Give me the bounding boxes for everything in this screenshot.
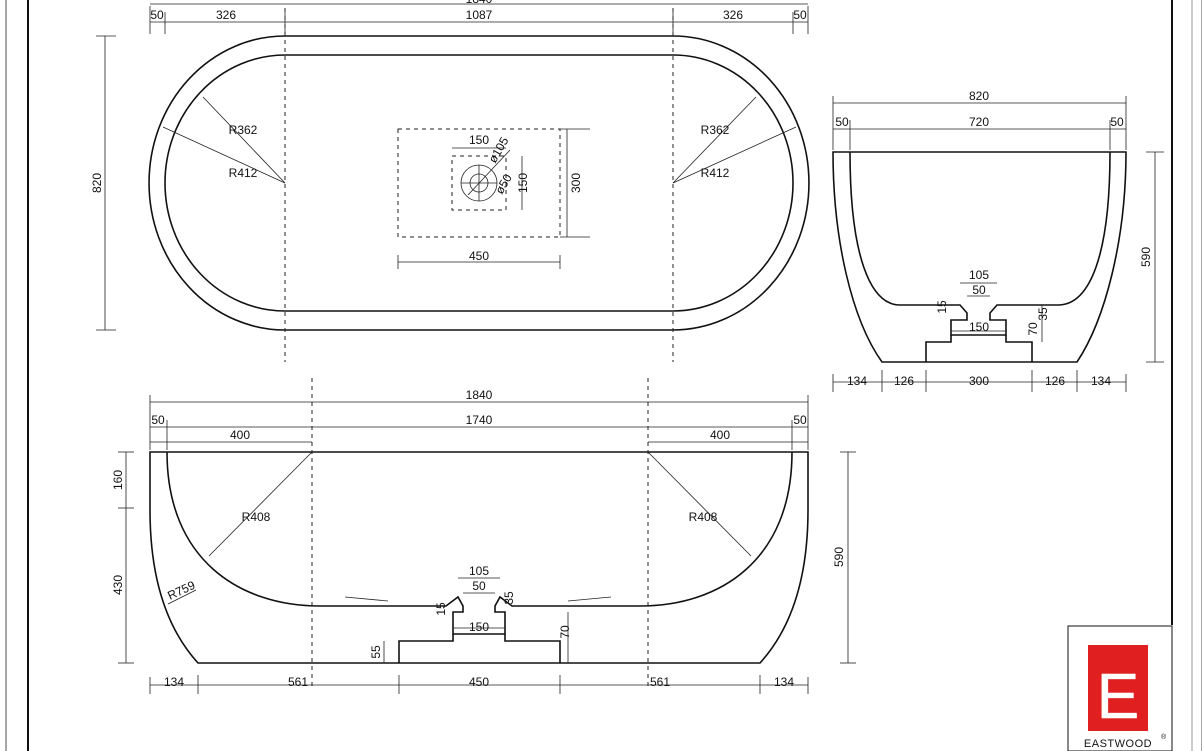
dim-right-end: 326	[723, 8, 743, 22]
side-dim-left-end: 400	[230, 428, 250, 442]
end-dim-b4: 126	[1045, 374, 1065, 388]
end-dim-drain-top: 105	[969, 268, 989, 282]
side-dim-drain-base: 150	[469, 620, 489, 634]
side-dim-b4: 561	[650, 675, 670, 689]
end-dim-drain-step: 15	[935, 300, 949, 314]
logo-letter: E	[1097, 660, 1140, 732]
side-dim-left-wall: 50	[151, 413, 165, 427]
end-dim-b1: 134	[847, 374, 867, 388]
radius-left-outer: R412	[229, 166, 258, 180]
end-dim-b2: 126	[894, 374, 914, 388]
sheet-border-outer	[5, 0, 1202, 751]
end-inner-outline	[849, 151, 1111, 336]
end-dim-b3: 300	[969, 374, 989, 388]
end-dim-b5: 134	[1091, 374, 1111, 388]
logo-registered-mark: ®	[1161, 733, 1167, 741]
tub-inner-outline	[164, 54, 794, 312]
end-base-steps	[925, 335, 1033, 362]
side-dim-overall: 1840	[466, 388, 493, 402]
side-dim-drain-s2: 35	[502, 591, 516, 605]
dim-width: 820	[90, 173, 104, 193]
end-outer-outline	[832, 151, 1127, 363]
side-dim-h-lower: 430	[111, 575, 125, 595]
side-dim-drain-top: 105	[469, 564, 489, 578]
side-dim-drain-step: 15	[434, 602, 448, 616]
dim-left-end: 326	[216, 8, 236, 22]
side-radius-right: R408	[689, 510, 718, 524]
platform-outline	[397, 128, 561, 238]
side-dim-foot-h: 55	[369, 645, 383, 659]
dim-overall-length: 1840	[466, 0, 493, 6]
end-dim-right-wall: 50	[1110, 115, 1124, 129]
end-dim-height: 590	[1139, 247, 1153, 267]
side-dim-height: 590	[832, 547, 846, 567]
dim-right-edge: 50	[793, 8, 807, 22]
logo-brand: EASTWOOD	[1084, 738, 1152, 750]
dim-drain-box-height: 150	[516, 173, 530, 193]
end-dim-left-wall: 50	[835, 115, 849, 129]
side-dim-right-end: 400	[710, 428, 730, 442]
side-dim-b1: 134	[164, 675, 184, 689]
side-dim-right-wall: 50	[793, 413, 807, 427]
end-dim-base-h2: 35	[1036, 307, 1050, 321]
side-inner-outline	[166, 451, 793, 635]
logo-badge	[1088, 645, 1148, 731]
side-dim-b5: 134	[774, 675, 794, 689]
dim-left-edge: 50	[150, 8, 164, 22]
side-dim-inner: 1740	[466, 413, 493, 427]
end-dim-drain-neck: 50	[972, 283, 986, 297]
side-radius-left: R408	[242, 510, 271, 524]
drain-box	[451, 155, 507, 211]
end-dim-inner: 720	[969, 115, 989, 129]
side-view: 1840 1740 50 50 400 400 R408 R408 R759 1…	[111, 378, 856, 694]
end-dim-base-h1: 70	[1026, 322, 1040, 336]
title-block: E EASTWOOD ®	[1067, 625, 1173, 751]
dim-platform-height: 300	[569, 173, 583, 193]
dim-drain-box-width: 150	[469, 133, 489, 147]
end-dim-drain-base: 150	[969, 320, 989, 334]
end-view: 820 720 50 50 590 105 50 15 150 70 35 13…	[832, 89, 1164, 392]
dim-platform-width: 450	[469, 249, 489, 263]
side-outer-outline	[149, 451, 809, 664]
radius-right-inner: R362	[701, 123, 730, 137]
side-dim-base-h: 70	[558, 625, 572, 639]
side-dim-b3: 450	[469, 675, 489, 689]
radius-left-inner: R362	[229, 123, 258, 137]
end-dim-overall: 820	[969, 89, 989, 103]
side-dim-h-top: 160	[111, 470, 125, 490]
side-dim-b2: 561	[288, 675, 308, 689]
radius-right-outer: R412	[701, 166, 730, 180]
side-base-steps	[398, 634, 561, 663]
dim-middle: 1087	[466, 8, 493, 22]
side-dim-drain-neck: 50	[472, 579, 486, 593]
